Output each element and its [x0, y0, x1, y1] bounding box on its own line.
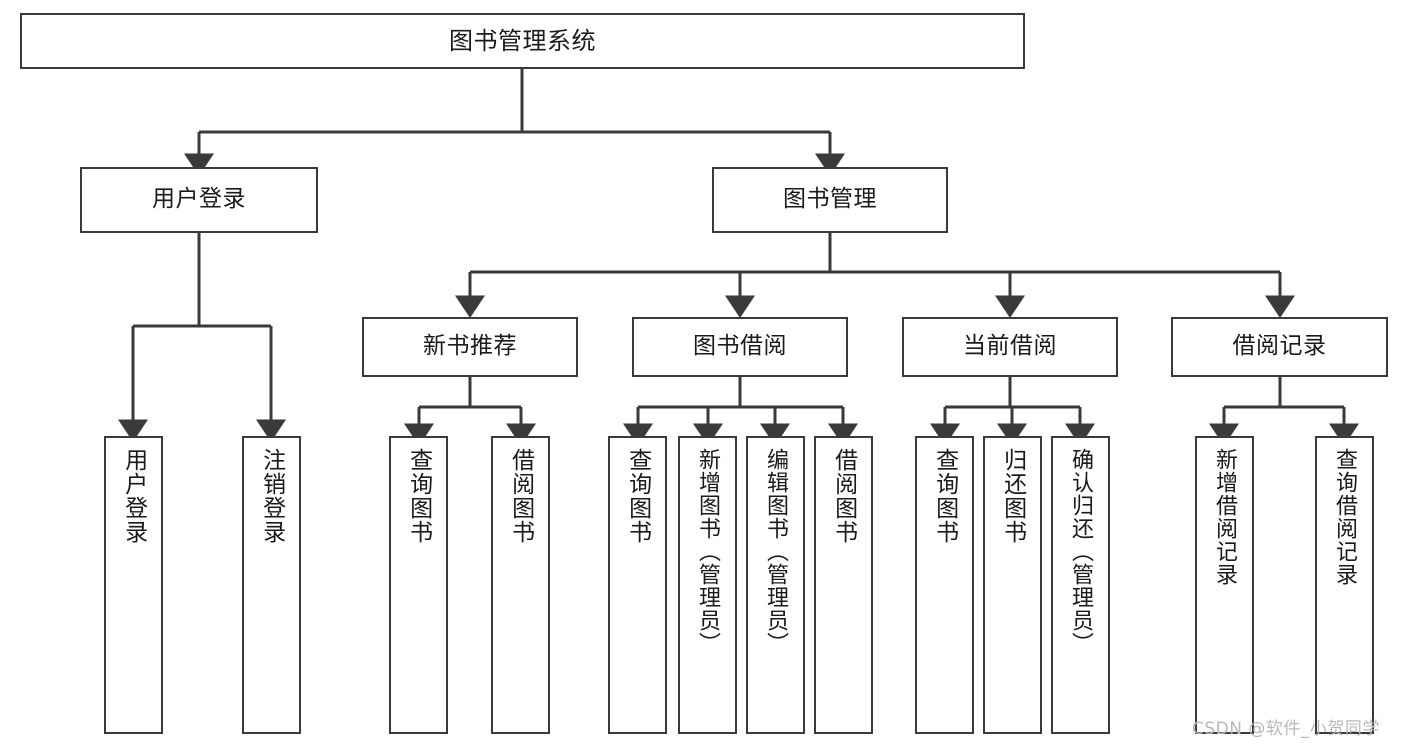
- node-label: 注销登录: [258, 448, 285, 544]
- node-label: 归还图书: [999, 448, 1026, 544]
- node-root-book-management-system[interactable]: 图书管理系统: [20, 13, 1025, 69]
- leaf-query-book-current[interactable]: 查询图书: [915, 436, 974, 734]
- node-label: 新增借阅记录: [1212, 448, 1238, 586]
- leaf-query-book-borrow[interactable]: 查询图书: [608, 436, 667, 734]
- node-borrow-record[interactable]: 借阅记录: [1171, 317, 1388, 377]
- node-label: 图书管理系统: [449, 26, 596, 55]
- node-book-borrow[interactable]: 图书借阅: [632, 317, 848, 377]
- node-label: 新书推荐: [423, 333, 517, 360]
- node-label: 借阅记录: [1232, 333, 1327, 360]
- leaf-query-borrow-record[interactable]: 查询借阅记录: [1315, 436, 1374, 734]
- node-label: 查询借阅记录: [1332, 448, 1358, 586]
- node-label: 用户登录: [152, 186, 246, 213]
- node-label: 查询图书: [931, 448, 958, 544]
- leaf-confirm-return-admin[interactable]: 确认归还（管理员）: [1051, 436, 1110, 734]
- node-label: 图书管理: [783, 186, 877, 213]
- node-label: 查询图书: [405, 448, 432, 544]
- leaf-logout-login[interactable]: 注销登录: [242, 436, 301, 734]
- node-current-borrow[interactable]: 当前借阅: [902, 317, 1118, 377]
- node-label: 查询图书: [624, 448, 651, 544]
- leaf-edit-book-admin[interactable]: 编辑图书（管理员）: [746, 436, 805, 734]
- node-label: 确认归还（管理员）: [1068, 448, 1094, 655]
- node-new-book-recommend[interactable]: 新书推荐: [362, 317, 578, 377]
- node-label: 当前借阅: [963, 333, 1057, 360]
- node-label: 编辑图书（管理员）: [763, 448, 789, 655]
- leaf-user-login[interactable]: 用户登录: [104, 436, 163, 734]
- node-label: 借阅图书: [507, 448, 534, 544]
- leaf-borrow-book-newrec[interactable]: 借阅图书: [491, 436, 550, 734]
- node-book-management[interactable]: 图书管理: [712, 167, 948, 233]
- node-label: 借阅图书: [830, 448, 857, 544]
- node-label: 图书借阅: [693, 333, 787, 360]
- leaf-add-book-admin[interactable]: 新增图书（管理员）: [678, 436, 737, 734]
- leaf-query-book-newrec[interactable]: 查询图书: [389, 436, 448, 734]
- csdn-watermark: CSDN @软件_小贺同学: [1192, 719, 1380, 739]
- leaf-return-book[interactable]: 归还图书: [983, 436, 1042, 734]
- node-label: 新增图书（管理员）: [695, 448, 721, 655]
- leaf-add-borrow-record[interactable]: 新增借阅记录: [1195, 436, 1254, 734]
- node-user-login[interactable]: 用户登录: [80, 167, 318, 233]
- leaf-borrow-book[interactable]: 借阅图书: [814, 436, 873, 734]
- node-label: 用户登录: [120, 448, 147, 544]
